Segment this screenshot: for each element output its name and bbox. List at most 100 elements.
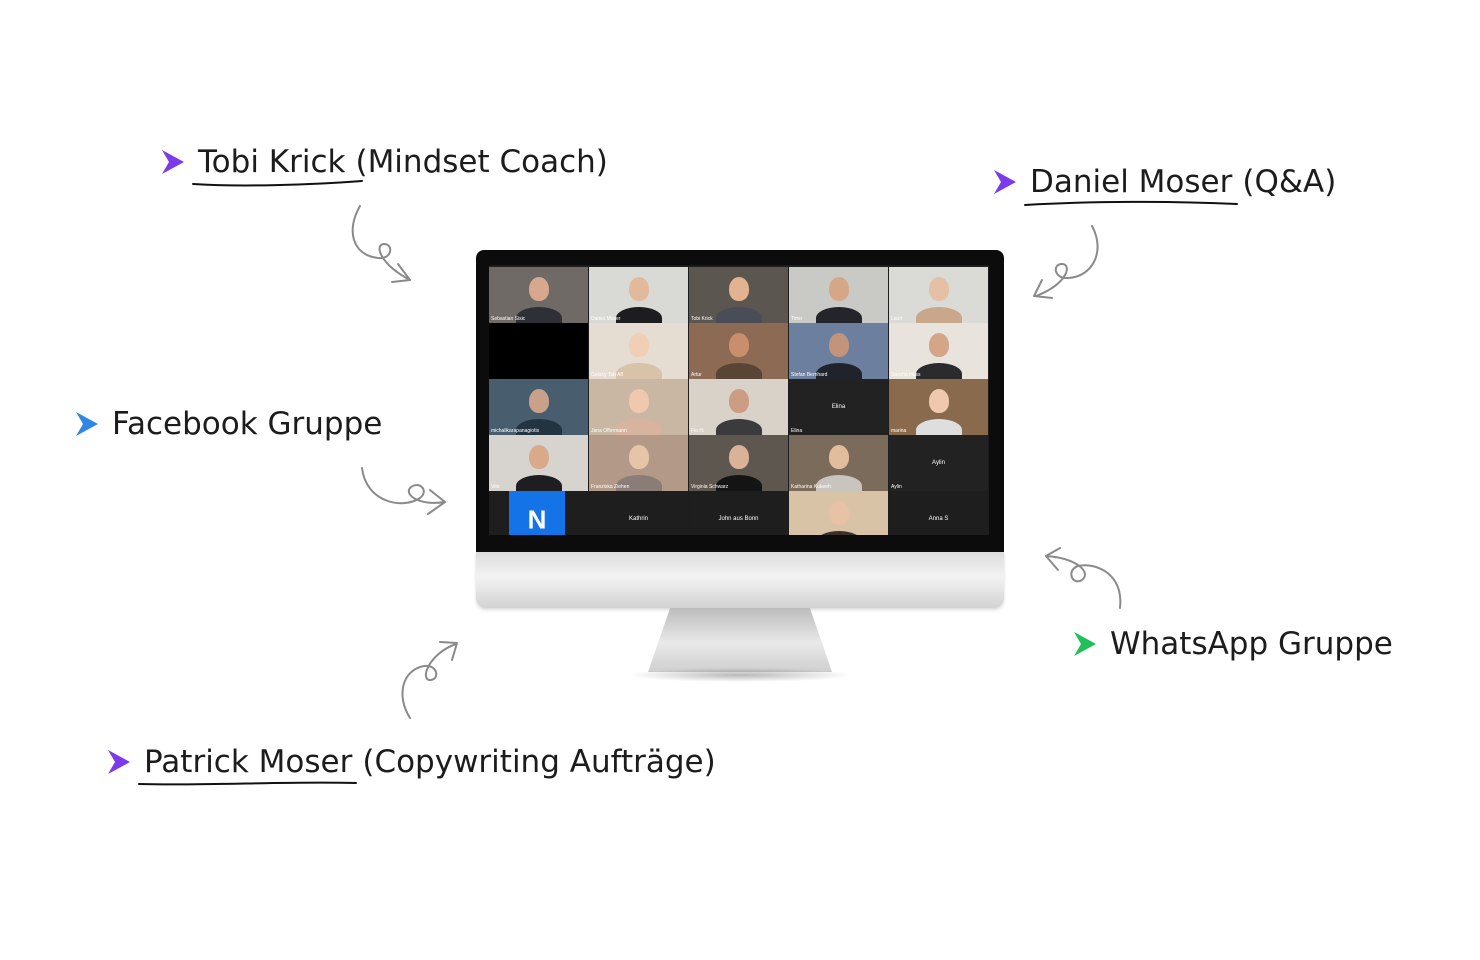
desktop-monitor: Sebastian Sisic Daniel Moser Tobi Krick Tim… [476, 250, 1004, 690]
monitor-bezel: Sebastian Sisic Daniel Moser Tobi Krick Tim… [476, 250, 1004, 552]
participant-body [715, 307, 762, 323]
participant-tile[interactable] [789, 491, 888, 535]
participant-face [728, 389, 749, 413]
callout-patrick-name: Patrick Moser [138, 744, 357, 786]
participant-tile[interactable]: Katharina Kukeeh [789, 435, 888, 491]
participant-name-label: Timo [791, 316, 802, 322]
callout-tobi-name: Tobi Krick [192, 144, 363, 187]
participant-body [715, 475, 762, 491]
callout-patrick-role: (Copywriting Aufträge) [362, 744, 716, 780]
participant-tile[interactable]: Franziska Ziehen [589, 435, 688, 491]
participant-tile[interactable]: marina [889, 379, 988, 435]
participant-name-label: Elina [791, 428, 803, 434]
participant-body [915, 363, 962, 379]
participant-body [615, 363, 662, 379]
participant-name-label: michalikarapanagiotis [491, 428, 540, 434]
curly-arrow-icon [351, 205, 411, 283]
participant-tile[interactable]: Sebastian Sisic [489, 267, 588, 323]
participant-avatar: N [509, 491, 565, 535]
participant-face [728, 333, 749, 357]
participant-name-label: Katharina Kukeeh [791, 484, 831, 490]
participant-tile[interactable] [489, 323, 588, 379]
callout-tobi-krick: Tobi Krick (Mindset Coach) [160, 144, 608, 187]
participant-face [828, 501, 849, 525]
participant-name-label: Jana Offermann [591, 428, 627, 434]
participant-name-label: Virginia Schwarz [691, 484, 729, 490]
participant-center-name: Elina [831, 404, 846, 410]
participant-tile[interactable]: Anna S [889, 491, 988, 535]
participant-face [528, 445, 549, 469]
participant-name-label: Galaxy Tab A8 [591, 372, 624, 378]
participant-tile[interactable]: michalikarapanagiotis [489, 379, 588, 435]
participant-face [828, 277, 849, 301]
participant-tile[interactable]: Daniel Moser [589, 267, 688, 323]
participant-face [628, 333, 649, 357]
participant-name-label: Aylin [891, 484, 902, 490]
participant-face [728, 277, 749, 301]
curly-arrow-icon [401, 641, 458, 719]
participant-name-label: Daniel Moser [591, 316, 621, 322]
curly-arrow-icon [361, 467, 446, 515]
participant-body [715, 363, 762, 379]
green-play-icon [1072, 631, 1098, 657]
participant-name-label: Sascha Hess [891, 372, 921, 378]
participant-body [815, 363, 862, 379]
callout-daniel-role: (Q&A) [1242, 164, 1337, 200]
participant-tile[interactable]: Artur [689, 323, 788, 379]
participant-name-label: Artur [691, 372, 702, 378]
participant-name-label: Flo H. [691, 428, 705, 434]
participant-face [728, 445, 749, 469]
participant-tile[interactable]: Stefan Bernhard [789, 323, 888, 379]
participant-tile[interactable]: Jana Offermann [589, 379, 688, 435]
callout-daniel-moser: Daniel Moser (Q&A) [992, 164, 1337, 206]
participant-tile[interactable]: N [489, 491, 588, 535]
purple-play-icon [992, 169, 1018, 195]
participant-name-label: Lauri [891, 316, 903, 322]
callout-facebook-label: Facebook Gruppe [112, 406, 383, 442]
callout-tobi-role: (Mindset Coach) [355, 144, 608, 180]
participant-tile[interactable]: Timo [789, 267, 888, 323]
participant-tile[interactable]: Flo H. [689, 379, 788, 435]
participant-body [515, 475, 562, 491]
participant-center-name: Anna S [928, 516, 949, 522]
participant-face [928, 333, 949, 357]
participant-face [628, 277, 649, 301]
participant-tile[interactable]: Sascha Hess [889, 323, 988, 379]
participant-tile[interactable]: Galaxy Tab A8 [589, 323, 688, 379]
participant-body [615, 307, 662, 323]
participant-center-name: John aus Bonn [718, 516, 759, 522]
curly-arrow-icon [1033, 225, 1099, 299]
participant-face [828, 445, 849, 469]
participant-tile[interactable]: Tobi Krick [689, 267, 788, 323]
participant-name-label: Tobi Krick [691, 316, 713, 322]
monitor-chin [476, 552, 1004, 608]
participant-face [528, 277, 549, 301]
participant-body [815, 531, 862, 535]
participant-face [928, 389, 949, 413]
curly-arrow-icon [1045, 547, 1122, 609]
participant-body [915, 307, 962, 323]
participant-body [615, 419, 662, 435]
participant-body [815, 307, 862, 323]
callout-facebook-group: Facebook Gruppe [74, 406, 382, 442]
participant-name-label: marina [891, 428, 907, 434]
callout-whatsapp-group: WhatsApp Gruppe [1072, 626, 1393, 662]
participant-grid: Sebastian Sisic Daniel Moser Tobi Krick Tim… [489, 265, 989, 535]
blue-play-icon [74, 411, 100, 437]
participant-body [515, 307, 562, 323]
monitor-shadow [626, 668, 854, 682]
purple-play-icon [106, 749, 132, 775]
monitor-stand [648, 608, 832, 672]
participant-name-label: Sebastian Sisic [491, 316, 526, 322]
participant-tile[interactable]: John aus Bonn [689, 491, 788, 535]
participant-tile[interactable]: Lauri [889, 267, 988, 323]
participant-face [628, 389, 649, 413]
participant-tile[interactable]: Virginia Schwarz [689, 435, 788, 491]
participant-tile[interactable]: Kathrin [589, 491, 688, 535]
participant-body [915, 419, 962, 435]
participant-avatar-letter: N [527, 504, 547, 535]
purple-play-icon [160, 149, 186, 175]
participant-tile[interactable]: Vito [489, 435, 588, 491]
